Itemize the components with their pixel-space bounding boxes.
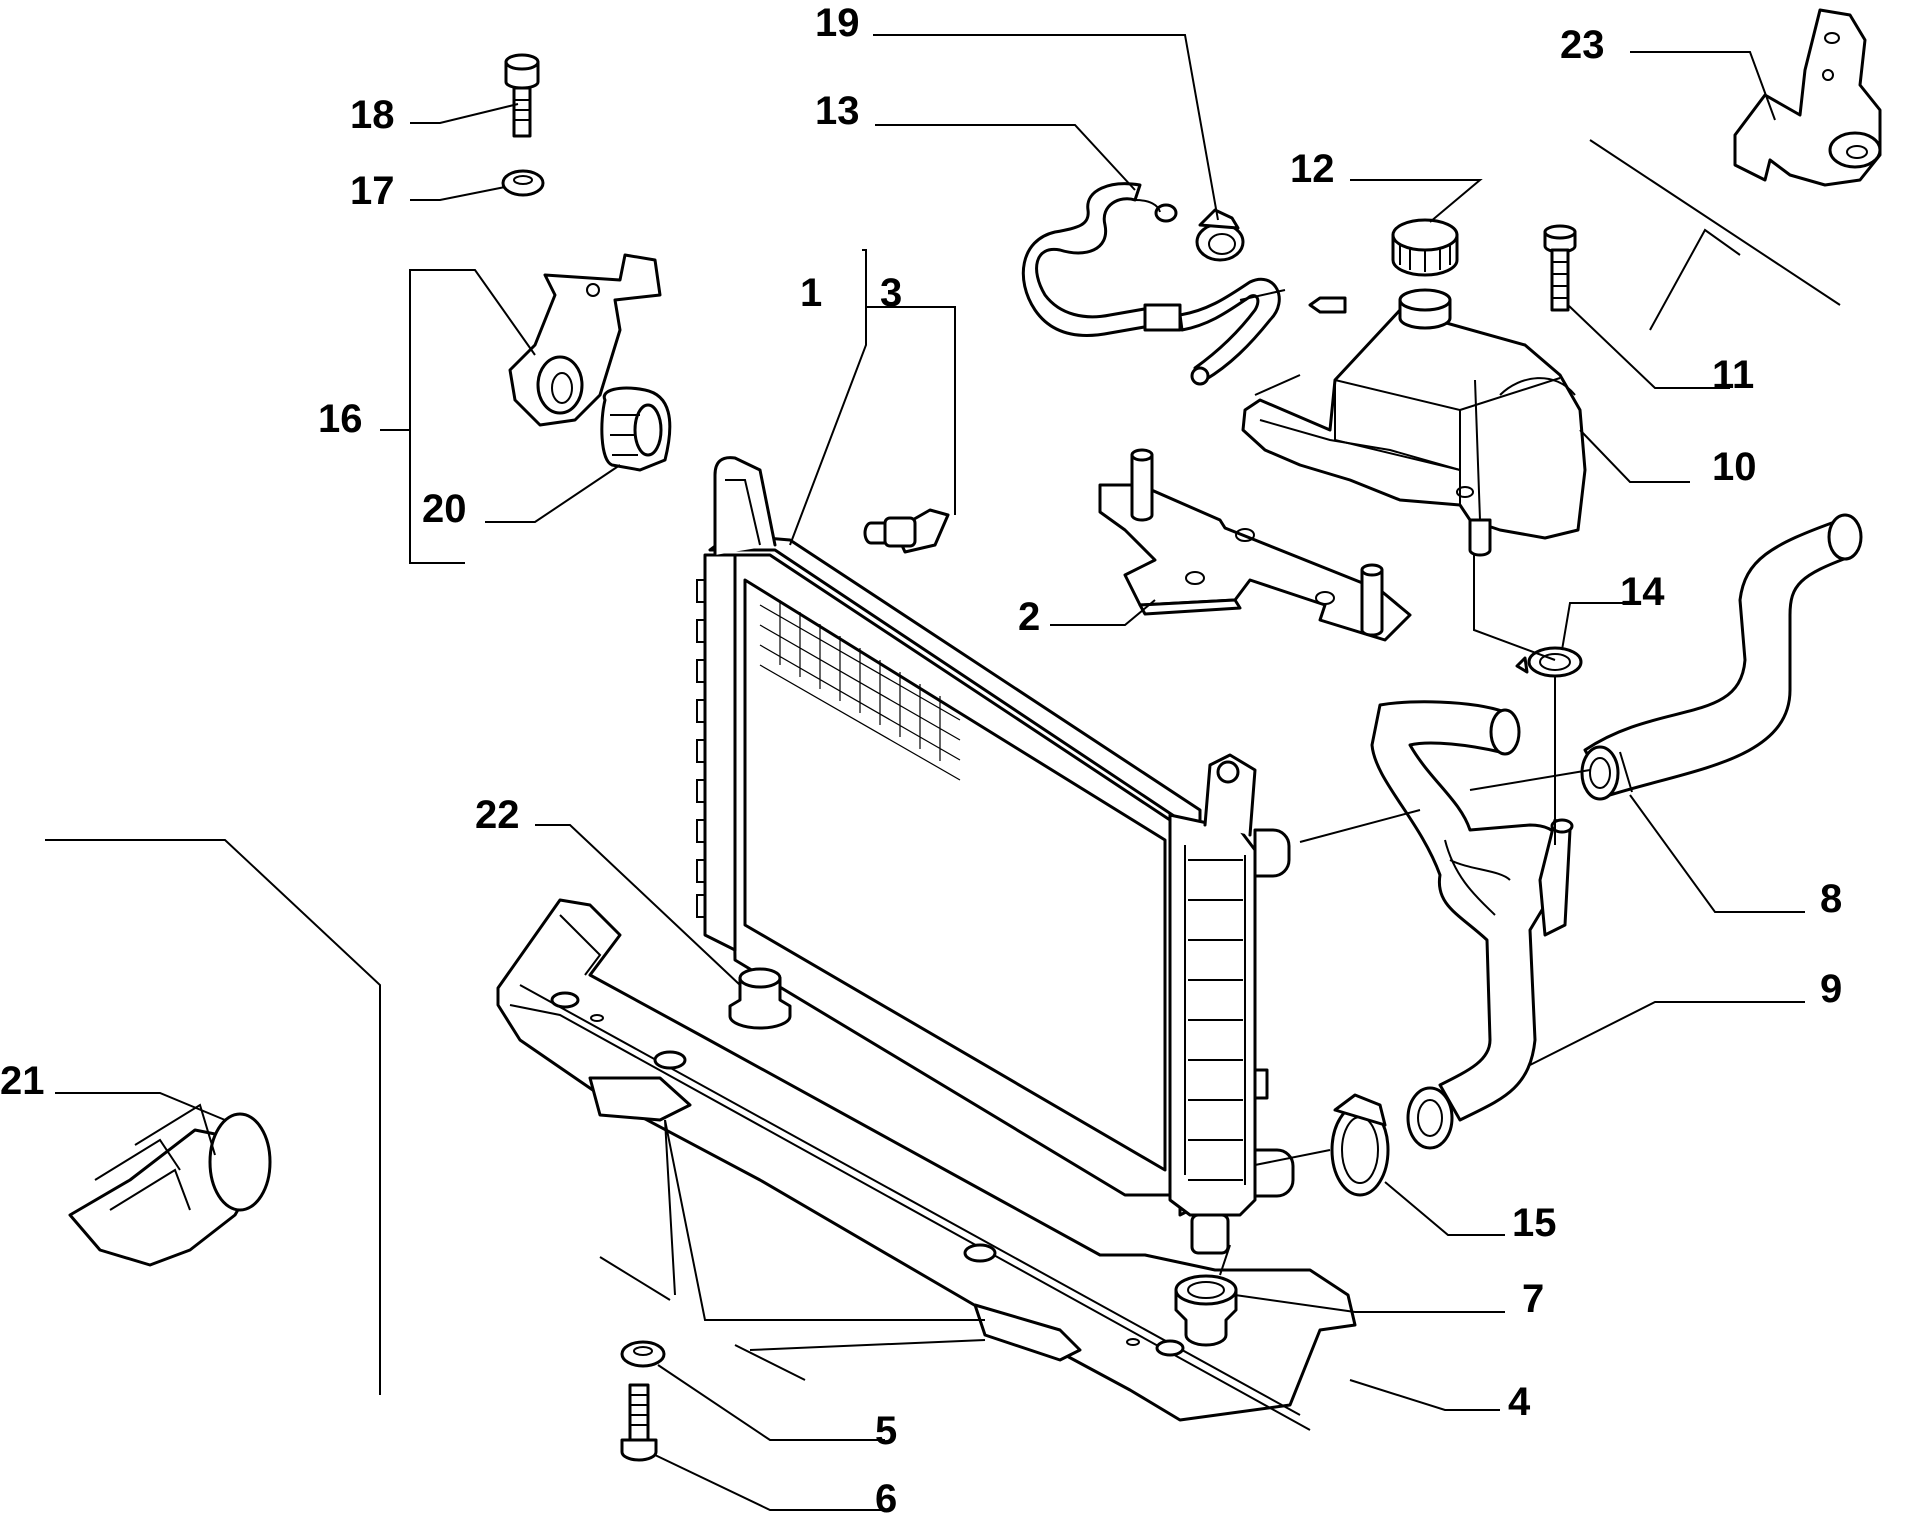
callout-1: 1 bbox=[800, 271, 822, 315]
callout-labels: 1 2 3 4 5 6 7 8 9 10 11 12 13 14 15 16 1… bbox=[0, 1, 1842, 1515]
callout-21: 21 bbox=[0, 1059, 45, 1103]
part-23-bracket bbox=[1733, 8, 1882, 187]
callout-16: 16 bbox=[318, 397, 363, 441]
callout-8: 8 bbox=[1820, 877, 1842, 921]
callout-23: 23 bbox=[1560, 23, 1605, 67]
part-17-washer bbox=[501, 169, 545, 197]
part-6-bolt bbox=[620, 1383, 658, 1462]
callout-3: 3 bbox=[880, 271, 902, 315]
part-14-hose-clip bbox=[1515, 646, 1583, 678]
part-9-lower-hose bbox=[1370, 700, 1574, 1150]
part-18-screw bbox=[504, 53, 540, 138]
callout-12: 12 bbox=[1290, 147, 1335, 191]
callout-17: 17 bbox=[350, 169, 395, 213]
callout-9: 9 bbox=[1820, 967, 1842, 1011]
callout-6: 6 bbox=[875, 1477, 897, 1515]
callout-14: 14 bbox=[1620, 570, 1665, 614]
part-1-radiator bbox=[696, 456, 1295, 1255]
part-16-mounting-bracket bbox=[508, 253, 662, 427]
leader-lines bbox=[55, 34, 1805, 1511]
callout-2: 2 bbox=[1018, 595, 1040, 639]
part-15-hose-clip bbox=[1330, 1093, 1390, 1197]
part-11-tank-screw bbox=[1543, 224, 1577, 312]
callout-13: 13 bbox=[815, 89, 860, 133]
part-7-rubber-mount bbox=[1174, 1274, 1238, 1347]
part-21-clip bbox=[68, 1103, 272, 1267]
callout-15: 15 bbox=[1512, 1201, 1557, 1245]
part-10-expansion-tank bbox=[1241, 288, 1587, 557]
callout-10: 10 bbox=[1712, 445, 1757, 489]
part-4-crossmember bbox=[496, 898, 1357, 1431]
part-8-upper-hose bbox=[1580, 513, 1863, 801]
callout-11: 11 bbox=[1712, 353, 1754, 397]
part-2-bracket-plate bbox=[1098, 448, 1412, 642]
callout-20: 20 bbox=[422, 487, 467, 531]
callout-22: 22 bbox=[475, 793, 520, 837]
part-13-small-hose bbox=[1021, 182, 1281, 386]
callout-19: 19 bbox=[815, 1, 860, 45]
part-22-stud bbox=[728, 967, 792, 1030]
callout-4: 4 bbox=[1508, 1380, 1531, 1424]
callout-18: 18 bbox=[350, 93, 395, 137]
part-19-hose-clip bbox=[1195, 208, 1245, 262]
assembly-lines bbox=[45, 139, 1841, 1395]
part-12-filler-cap bbox=[1391, 218, 1459, 277]
callout-7: 7 bbox=[1522, 1277, 1544, 1321]
part-20-rubber-bush bbox=[600, 386, 672, 472]
part-5-washer bbox=[620, 1340, 666, 1368]
part-3-sensor bbox=[863, 508, 950, 554]
callout-5: 5 bbox=[875, 1409, 897, 1453]
